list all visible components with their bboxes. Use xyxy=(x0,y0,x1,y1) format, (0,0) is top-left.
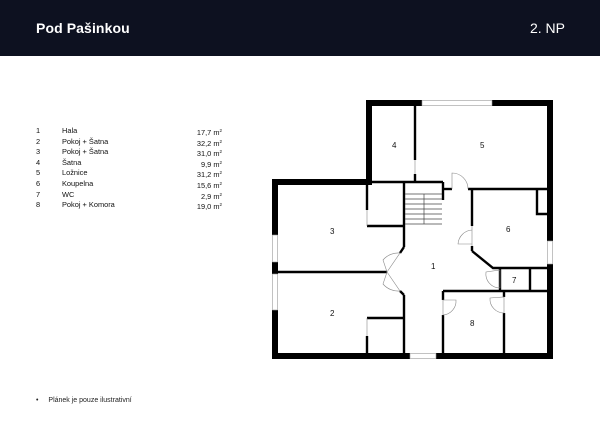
legend-row: 2 Pokoj + Šatna 32,2 m2 xyxy=(36,137,222,148)
room-name: Šatna xyxy=(62,157,82,167)
room-area: 17,7 m2 xyxy=(196,128,222,137)
room-area: 15,6 m2 xyxy=(196,180,222,190)
room-label-5: 5 xyxy=(480,141,485,150)
room-legend: 1 Hala 17,7 m2 2 Pokoj + Šatna 32,2 m2 3… xyxy=(36,126,222,211)
interior-walls xyxy=(278,106,547,353)
windows xyxy=(272,100,553,359)
room-label-6: 6 xyxy=(506,225,511,234)
project-title: Pod Pašinkou xyxy=(36,20,130,36)
legend-row: 5 Ložnice 31,2 m2 xyxy=(36,168,222,179)
legend-row: 6 Koupelna 15,6 m2 xyxy=(36,179,222,190)
exterior-walls xyxy=(272,100,553,359)
note-text: Plánek je pouze ilustrativní xyxy=(48,397,132,404)
room-area: 2,9 m2 xyxy=(201,191,222,201)
room-area: 19,0 m2 xyxy=(196,202,222,212)
disclaimer-note: • Plánek je pouze ilustrativní xyxy=(36,397,132,404)
door-swings xyxy=(366,160,505,336)
room-label-7: 7 xyxy=(512,276,517,285)
room-number: 2 xyxy=(36,136,41,146)
room-number: 5 xyxy=(36,168,41,178)
room-area: 9,9 m2 xyxy=(201,159,222,169)
room-name: Hala xyxy=(62,126,78,135)
room-label-4: 4 xyxy=(392,141,397,150)
room-area: 32,2 m2 xyxy=(196,138,222,148)
floor-label: 2. NP xyxy=(529,20,565,36)
legend-row: 3 Pokoj + Šatna 31,0 m2 xyxy=(36,147,222,158)
header-bar: Pod Pašinkou 2. NP xyxy=(0,0,600,56)
room-name: Pokoj + Šatna xyxy=(62,136,109,146)
legend-row: 4 Šatna 9,9 m2 xyxy=(36,158,222,169)
legend-row: 1 Hala 17,7 m2 xyxy=(36,126,222,137)
room-label-2: 2 xyxy=(330,309,335,318)
room-number: 7 xyxy=(36,189,41,199)
room-name: WC xyxy=(62,189,75,199)
room-area: 31,0 m2 xyxy=(196,149,222,159)
room-label-8: 8 xyxy=(470,319,475,328)
staircase xyxy=(405,193,442,225)
room-number: 1 xyxy=(36,126,41,135)
room-number: 6 xyxy=(36,178,41,188)
bullet-icon: • xyxy=(36,397,39,404)
room-number: 8 xyxy=(36,200,41,210)
room-name: Ložnice xyxy=(62,168,88,178)
legend-row: 7 WC 2,9 m2 xyxy=(36,190,222,201)
room-label-3: 3 xyxy=(330,227,335,236)
room-name: Pokoj + Komora xyxy=(62,200,115,210)
room-name: Koupelna xyxy=(62,178,94,188)
room-label-1: 1 xyxy=(431,262,436,271)
room-number: 4 xyxy=(36,157,41,167)
room-name: Pokoj + Šatna xyxy=(62,147,109,157)
room-area: 31,2 m2 xyxy=(196,170,222,180)
room-number: 3 xyxy=(36,147,41,157)
legend-row: 8 Pokoj + Komora 19,0 m2 xyxy=(36,200,222,211)
